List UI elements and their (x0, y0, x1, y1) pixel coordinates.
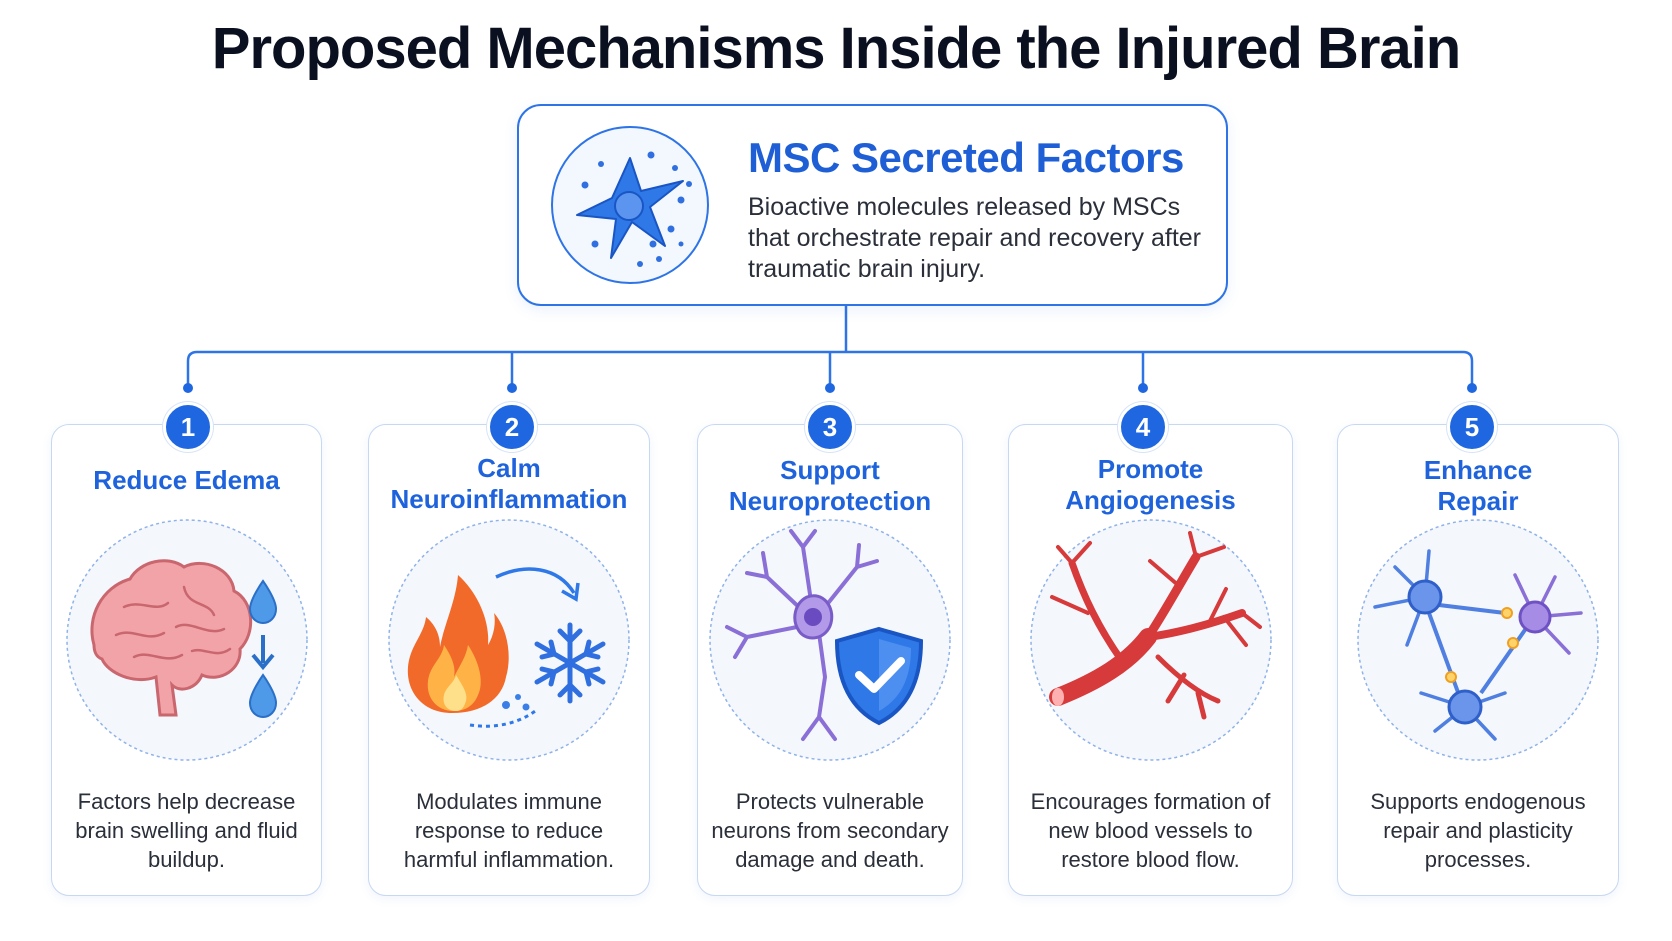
card-description: Encourages formation of new blood vessel… (1030, 789, 1271, 872)
card-description: Factors help decrease brain swelling and… (75, 789, 298, 872)
step-badge-3: 3 (805, 402, 855, 452)
step-badge-1: 1 (163, 402, 213, 452)
card-description: Protects vulnerable neurons from seconda… (711, 789, 949, 872)
page-title: Proposed Mechanisms Inside the Injured B… (211, 16, 1461, 81)
top-heading: MSC Secreted Factors (748, 134, 1184, 181)
top-description: Bioactive molecules released by MSCs tha… (748, 193, 1202, 283)
card-title: Support Neuroprotection (728, 455, 932, 516)
card-title: Promote Angiogenesis (1065, 454, 1236, 515)
card-description: Modulates immune response to reduce harm… (403, 789, 615, 872)
mechanism-card-4: Promote Angiogenesis Encourages formatio… (1008, 424, 1293, 896)
neuron-shield-icon (709, 519, 951, 761)
step-badge-5: 5 (1447, 402, 1497, 452)
mechanism-card-2: Calm Neuroinflammation Modulates immune … (368, 424, 650, 896)
step-badge-2: 2 (487, 402, 537, 452)
brain-water-drops-icon (65, 519, 308, 761)
card-title: Calm Neuroinflammation (390, 453, 628, 514)
card-title: Reduce Edema (93, 465, 280, 495)
step-badge-4: 4 (1118, 402, 1168, 452)
msc-secreted-factors-box: MSC Secreted Factors Bioactive molecules… (517, 104, 1228, 306)
mechanism-card-3: Support Neuroprotection Protects vulnera… (697, 424, 963, 896)
mechanism-card-5: Enhance Repair Supports endogenous repai… (1337, 424, 1619, 896)
msc-cell-icon (551, 126, 709, 284)
mechanism-card-1: Reduce Edema Factors help decrease brain… (51, 424, 322, 896)
card-title: Enhance Repair (1423, 455, 1533, 516)
connected-neurons-icon (1357, 519, 1599, 761)
card-description: Supports endogenous repair and plasticit… (1370, 789, 1586, 872)
fire-to-snowflake-icon (388, 519, 630, 761)
blood-vessels-icon (1029, 519, 1272, 761)
